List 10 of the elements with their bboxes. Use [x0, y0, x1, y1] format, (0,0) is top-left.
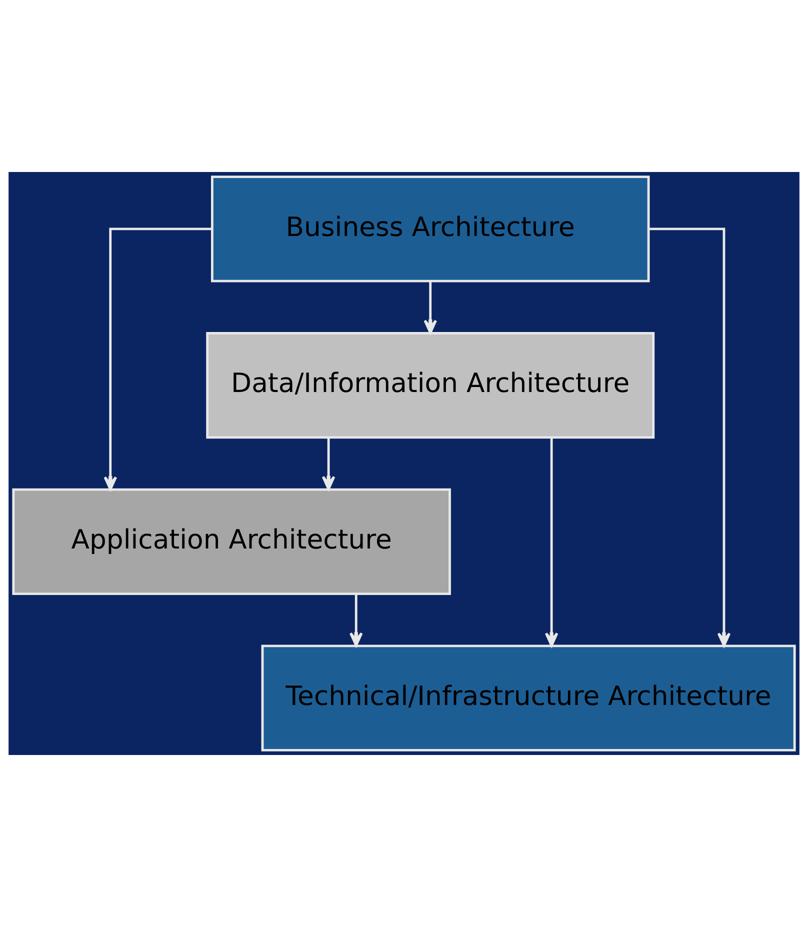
node-box: Business Architecture: [210, 175, 650, 282]
arrow: [349, 594, 363, 646]
arrow: [544, 437, 558, 646]
node-box: Application Architecture: [12, 488, 451, 594]
node-box: Data/Information Architecture: [206, 332, 655, 438]
node-box: Technical/Infrastructure Architecture: [261, 644, 796, 751]
arrow: [104, 227, 212, 490]
arrow: [322, 437, 336, 490]
arrow: [648, 227, 731, 646]
arrow: [424, 280, 438, 334]
